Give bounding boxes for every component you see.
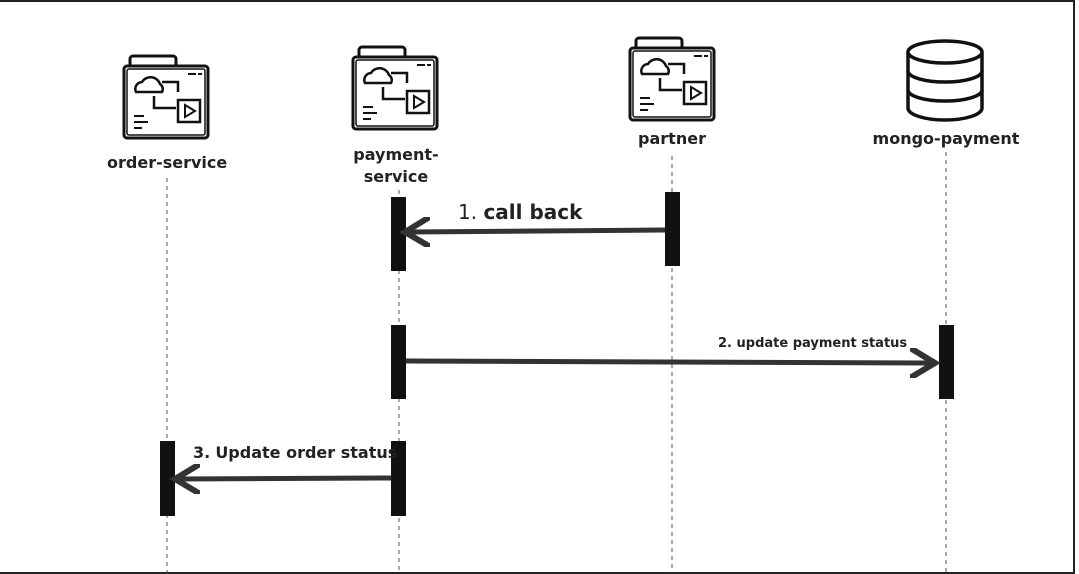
message-arrow-3: [180, 478, 392, 479]
service-window-icon: [351, 45, 439, 131]
database-icon: [906, 39, 984, 122]
activation-bar: [665, 192, 680, 266]
message-number: 1.: [458, 200, 478, 224]
activation-bar: [160, 441, 175, 516]
message-text: update payment status: [736, 336, 908, 351]
service-window-icon: [122, 54, 210, 140]
message-label-1: 1. call back: [458, 200, 582, 224]
message-label-3: 3. Update order status: [193, 443, 397, 462]
message-number: 3.: [193, 443, 211, 462]
activation-bar: [939, 325, 954, 399]
service-window-icon: [628, 36, 716, 122]
message-arrow-1: [410, 230, 666, 232]
participant-label-mongo-payment: mongo-payment: [872, 129, 1020, 148]
message-text: Update order status: [215, 443, 398, 462]
message-arrow-2: [405, 361, 930, 363]
activation-bar: [391, 197, 406, 271]
activation-bar: [391, 441, 406, 516]
activation-bar: [391, 325, 406, 399]
participant-label-order-service: order-service: [107, 153, 228, 172]
message-label-2: 2. update payment status: [718, 336, 907, 351]
message-number: 2.: [718, 336, 732, 351]
message-text: call back: [483, 200, 583, 224]
participant-label-payment-service-text: payment- service: [353, 145, 439, 186]
participant-label-payment-service: payment- service: [345, 144, 447, 188]
participant-label-partner: partner: [638, 129, 706, 148]
